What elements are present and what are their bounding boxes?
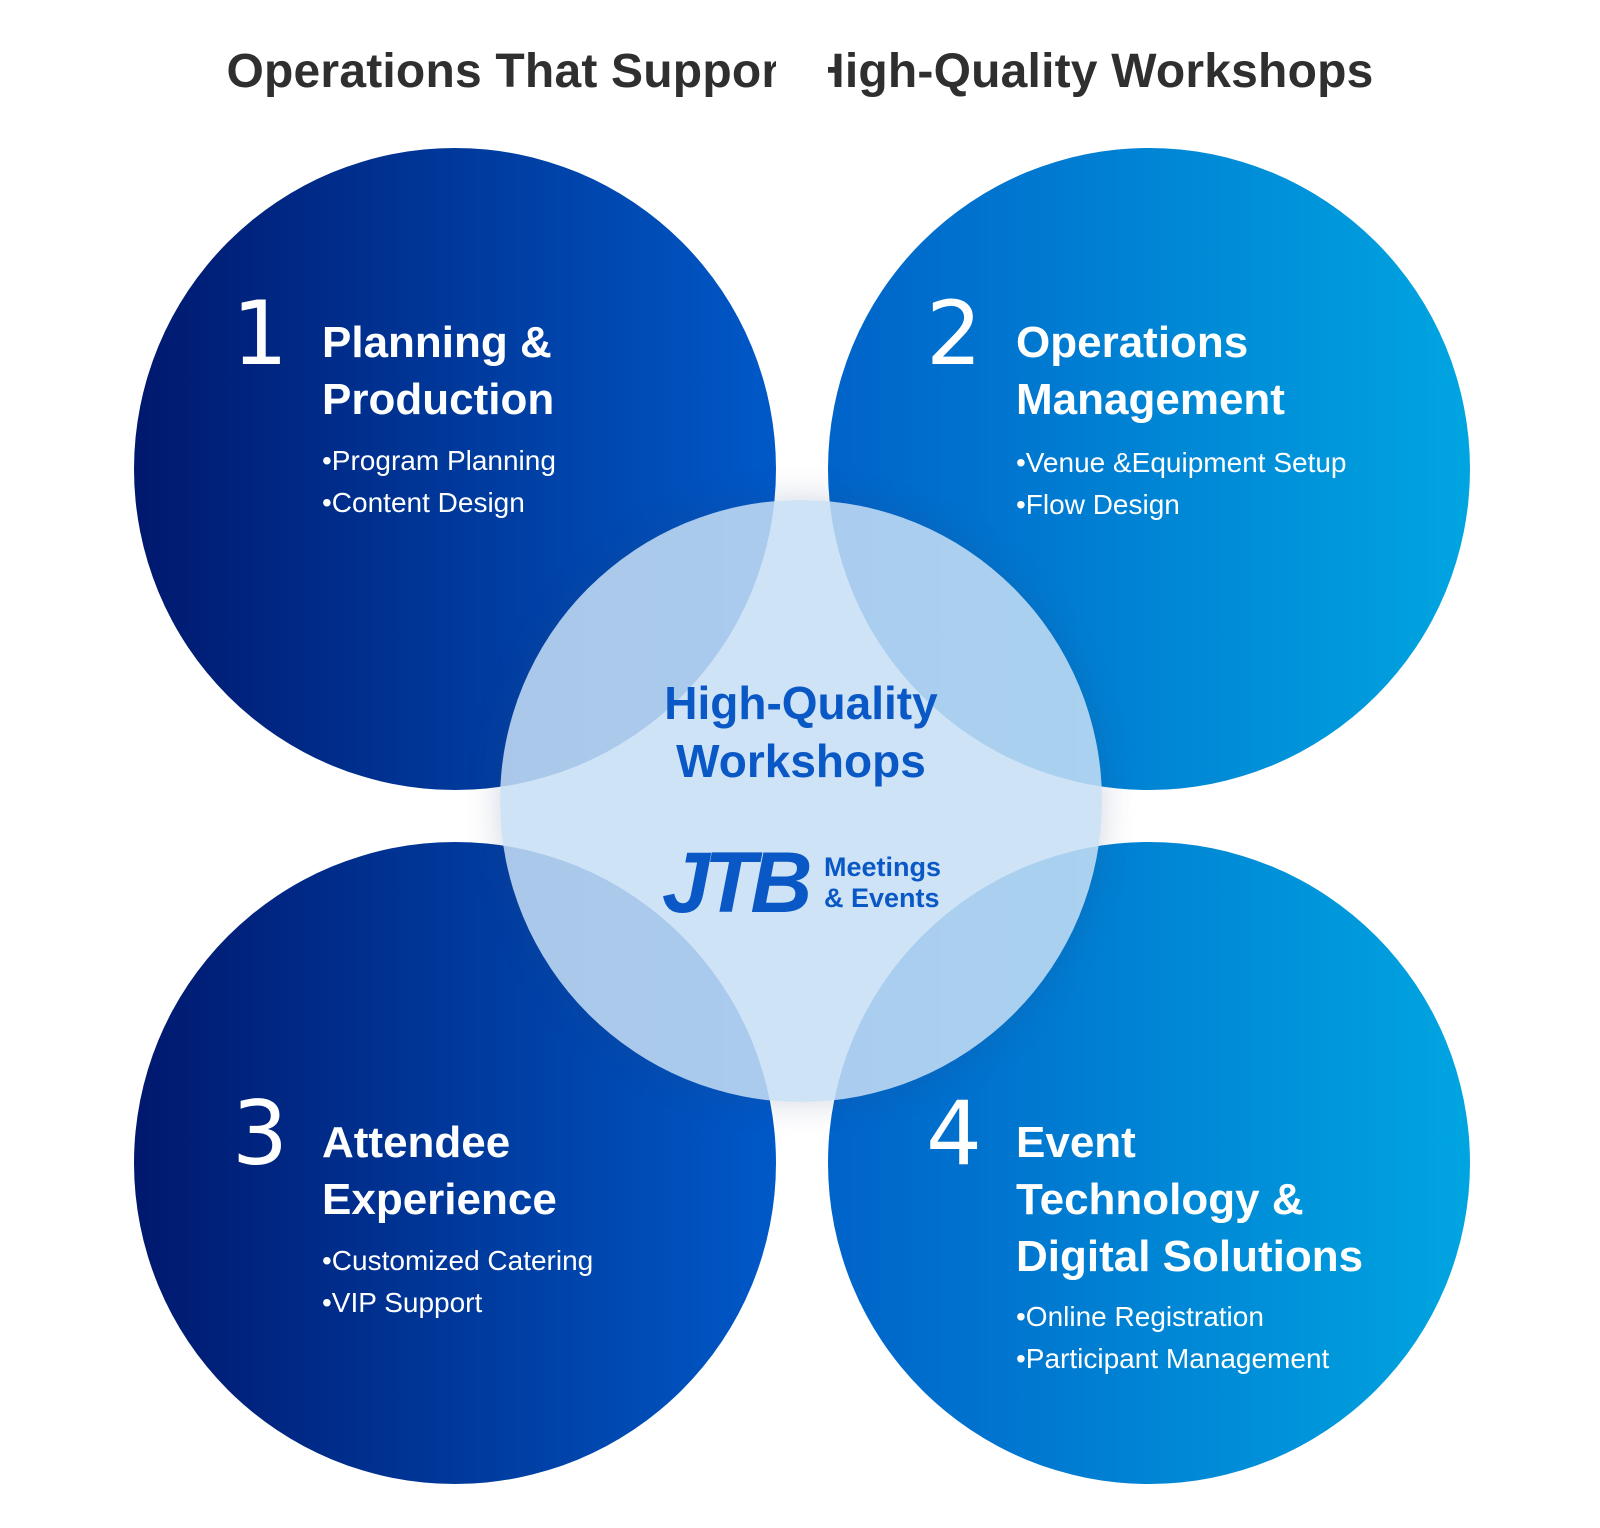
center-circle [500,500,1102,1102]
quadrant-items-3: •Customized Catering •VIP Support [322,1240,593,1324]
quadrant-items-1: •Program Planning •Content Design [322,440,556,524]
center-title-line: Workshops [676,735,926,787]
center-title: High-Quality Workshops [500,674,1102,790]
quadrant-heading-line: Attendee [322,1118,511,1167]
quadrant-heading-3: Attendee Experience [322,1114,557,1228]
list-item: •Flow Design [1016,489,1180,520]
list-item: •Online Registration [1016,1301,1264,1332]
list-item: •Customized Catering [322,1245,594,1276]
jtb-logo-mark-icon: JTB [662,835,815,924]
quadrant-heading-2: Operations Management [1016,314,1285,428]
quadrant-heading-4: Event Technology & Digital Solutions [1016,1114,1363,1285]
quadrant-heading-line: Production [322,375,555,424]
quadrant-heading-line: Experience [322,1175,557,1224]
logo-wordmark-line: Meetings [824,852,942,882]
list-item: •VIP Support [322,1287,483,1318]
quadrant-number-1: 1 [232,282,288,385]
logo-wordmark: Meetings & Events [824,852,941,914]
quadrant-number-4: 4 [926,1082,982,1185]
list-item: •Content Design [322,487,525,518]
quadrant-heading-line: Technology & [1016,1175,1304,1224]
logo-wordmark-line: & Events [824,883,940,913]
quadrant-heading-line: Digital Solutions [1016,1232,1364,1281]
quadrant-heading-line: Event [1016,1118,1136,1167]
quadrant-number-2: 2 [926,282,982,385]
quadrant-items-2: •Venue &Equipment Setup •Flow Design [1016,442,1347,526]
quadrant-items-4: •Online Registration •Participant Manage… [1016,1296,1329,1380]
quadrant-heading-line: Operations [1016,318,1249,367]
quadrant-number-3: 3 [232,1082,288,1185]
jtb-logo-mark-text: JTB [662,835,809,924]
quadrant-heading-line: Planning & [322,318,552,367]
list-item: •Venue &Equipment Setup [1016,447,1347,478]
quadrant-heading-line: Management [1016,375,1285,424]
list-item: •Participant Management [1016,1343,1330,1374]
quadrant-heading-1: Planning & Production [322,314,554,428]
jtb-logo: JTB Meetings & Events [660,834,960,924]
center-title-line: High-Quality [664,677,938,729]
list-item: •Program Planning [322,445,556,476]
